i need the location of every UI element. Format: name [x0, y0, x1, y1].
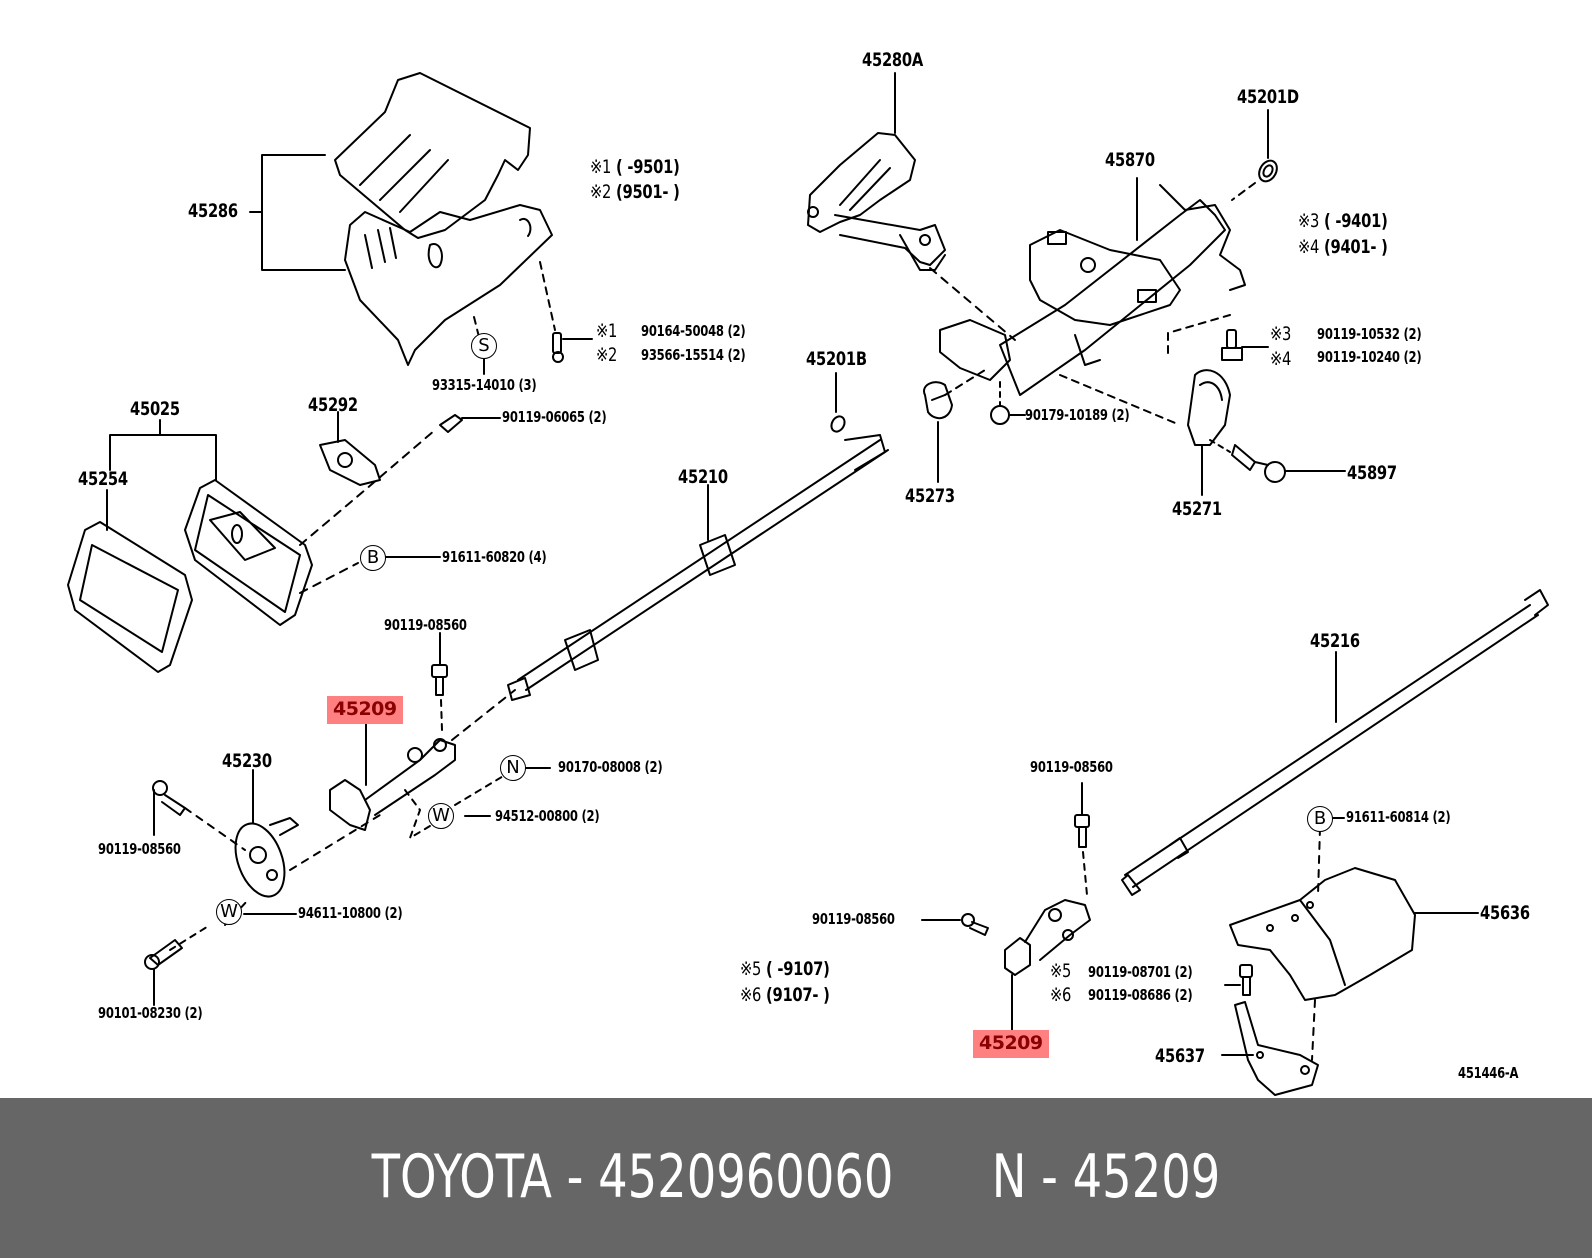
part-label-91611-60814[interactable]: 91611-60814 (2) — [1346, 808, 1451, 826]
part-label-45025[interactable]: 45025 — [130, 398, 180, 420]
symbol-w-icon: W — [428, 803, 454, 829]
bolt-08560-b-illustration — [152, 780, 186, 816]
part-label-45271[interactable]: 45271 — [1172, 498, 1222, 520]
parts-diagram: 45286 ※1 ( -9501) ※2 (9501- ) ※1 90164-5… — [67, 49, 1549, 1096]
bracket-45637-illustration — [1234, 1001, 1319, 1096]
symbol-w2-icon: W — [216, 899, 242, 925]
pin-45897-illustration — [1231, 444, 1286, 483]
part-label-90119-08560-d[interactable]: 90119-08560 — [812, 910, 895, 928]
diagram-code: 451446-A — [1458, 1064, 1519, 1082]
bracket-45280A-illustration — [807, 132, 946, 271]
note-4-ref: ※4 — [1270, 348, 1292, 370]
part-label-90119-08701[interactable]: 90119-08701 (2) — [1088, 963, 1193, 981]
plate-45254-illustration — [67, 521, 193, 673]
column-cover-illustration — [334, 72, 553, 366]
ujoint-left-illustration — [329, 738, 456, 831]
part-label-90119-08686[interactable]: 90119-08686 (2) — [1088, 986, 1193, 1004]
note-1: ※1 ( -9501) — [590, 156, 680, 178]
bolt-08701-illustration — [1239, 964, 1253, 996]
highlighted-part-45209-right[interactable]: 45209 — [973, 1030, 1049, 1058]
screw-illustration — [552, 332, 593, 363]
brand-name: TOYOTA — [371, 1142, 552, 1212]
shaft-45216-illustration — [1121, 589, 1549, 896]
part-label-45273[interactable]: 45273 — [905, 485, 955, 507]
note-1-ref: ※1 — [596, 320, 618, 342]
part-label-45636[interactable]: 45636 — [1480, 902, 1530, 924]
note-2: ※2 (9501- ) — [590, 181, 680, 203]
part-label-90119-10532[interactable]: 90119-10532 (2) — [1317, 325, 1422, 343]
clamp-45273-illustration — [923, 381, 953, 420]
part-label-45286[interactable]: 45286 — [188, 200, 238, 222]
part-label-45292[interactable]: 45292 — [308, 394, 358, 416]
shaft-45210-illustration — [507, 434, 889, 701]
bolt-06065-illustration — [439, 414, 463, 433]
note-6: ※6 (9107- ) — [740, 984, 830, 1006]
plate-45025-illustration — [184, 479, 313, 626]
part-label-90170-08008[interactable]: 90170-08008 (2) — [558, 758, 663, 776]
part-label-45230[interactable]: 45230 — [222, 750, 272, 772]
note-5-ref: ※5 — [1050, 960, 1072, 982]
bolt-08560-a-illustration — [431, 664, 448, 696]
bolt-90101-illustration — [144, 939, 183, 970]
part-label-90119-08560-b[interactable]: 90119-08560 — [98, 840, 181, 858]
symbol-n-icon: N — [500, 755, 526, 781]
symbol-b-icon: B — [360, 545, 386, 571]
diagram-artwork — [67, 72, 1549, 1096]
part-label-45201B[interactable]: 45201B — [806, 348, 867, 370]
part-number: 4520960060 — [598, 1142, 894, 1212]
part-label-90179-10189[interactable]: 90179-10189 (2) — [1025, 406, 1130, 424]
bolt-08560-d-illustration — [961, 913, 989, 936]
footer-banner: TOYOTA - 4520960060 N - 45209 — [0, 1098, 1592, 1258]
bolt-illustration — [1221, 329, 1269, 361]
part-label-93566-15514[interactable]: 93566-15514 (2) — [641, 346, 746, 364]
note-6-ref: ※6 — [1050, 984, 1072, 1006]
footer-separator-2: - — [1041, 1142, 1058, 1212]
column-tube-illustration — [939, 184, 1246, 396]
coupling-45230-illustration — [234, 817, 299, 898]
mount-45292-illustration — [319, 439, 381, 486]
part-label-45897[interactable]: 45897 — [1347, 462, 1397, 484]
part-label-45201D[interactable]: 45201D — [1237, 86, 1299, 108]
ujoint-right-illustration — [1004, 899, 1091, 976]
note-3-ref: ※3 — [1270, 323, 1292, 345]
bracket-45271-illustration — [1187, 369, 1231, 446]
note-4: ※4 (9401- ) — [1298, 236, 1388, 258]
bolt-08560-c-illustration — [1074, 814, 1090, 848]
part-label-45210[interactable]: 45210 — [678, 466, 728, 488]
highlighted-part-45209-left[interactable]: 45209 — [327, 696, 403, 724]
part-label-45637[interactable]: 45637 — [1155, 1045, 1205, 1067]
n-label: N — [991, 1142, 1027, 1212]
part-label-45216[interactable]: 45216 — [1310, 630, 1360, 652]
part-label-90119-10240[interactable]: 90119-10240 (2) — [1317, 348, 1422, 366]
part-label-45254[interactable]: 45254 — [78, 468, 128, 490]
part-label-90119-06065[interactable]: 90119-06065 (2) — [502, 408, 607, 426]
part-label-90164-50048[interactable]: 90164-50048 (2) — [641, 322, 746, 340]
symbol-b2-icon: B — [1307, 806, 1333, 832]
n-code: 45209 — [1072, 1142, 1221, 1212]
part-label-90119-08560-c[interactable]: 90119-08560 — [1030, 758, 1113, 776]
part-label-91611-60820[interactable]: 91611-60820 (4) — [442, 548, 547, 566]
note-5: ※5 ( -9107) — [740, 958, 830, 980]
footer-title: TOYOTA - 4520960060 N - 45209 — [111, 1142, 1480, 1212]
part-label-45870[interactable]: 45870 — [1105, 149, 1155, 171]
part-label-90101-08230[interactable]: 90101-08230 (2) — [98, 1004, 203, 1022]
part-label-45280A[interactable]: 45280A — [862, 49, 923, 71]
note-3: ※3 ( -9401) — [1298, 210, 1388, 232]
part-label-93315-14010[interactable]: 93315-14010 (3) — [432, 376, 537, 394]
note-2-ref: ※2 — [596, 344, 618, 366]
part-label-90119-08560-a[interactable]: 90119-08560 — [384, 616, 467, 634]
part-label-94611-10800[interactable]: 94611-10800 (2) — [298, 904, 403, 922]
symbol-s-icon: S — [471, 333, 497, 359]
cover-45636-illustration — [1229, 867, 1416, 1001]
footer-separator: - — [566, 1142, 584, 1212]
part-label-94512-00800[interactable]: 94512-00800 (2) — [495, 807, 600, 825]
